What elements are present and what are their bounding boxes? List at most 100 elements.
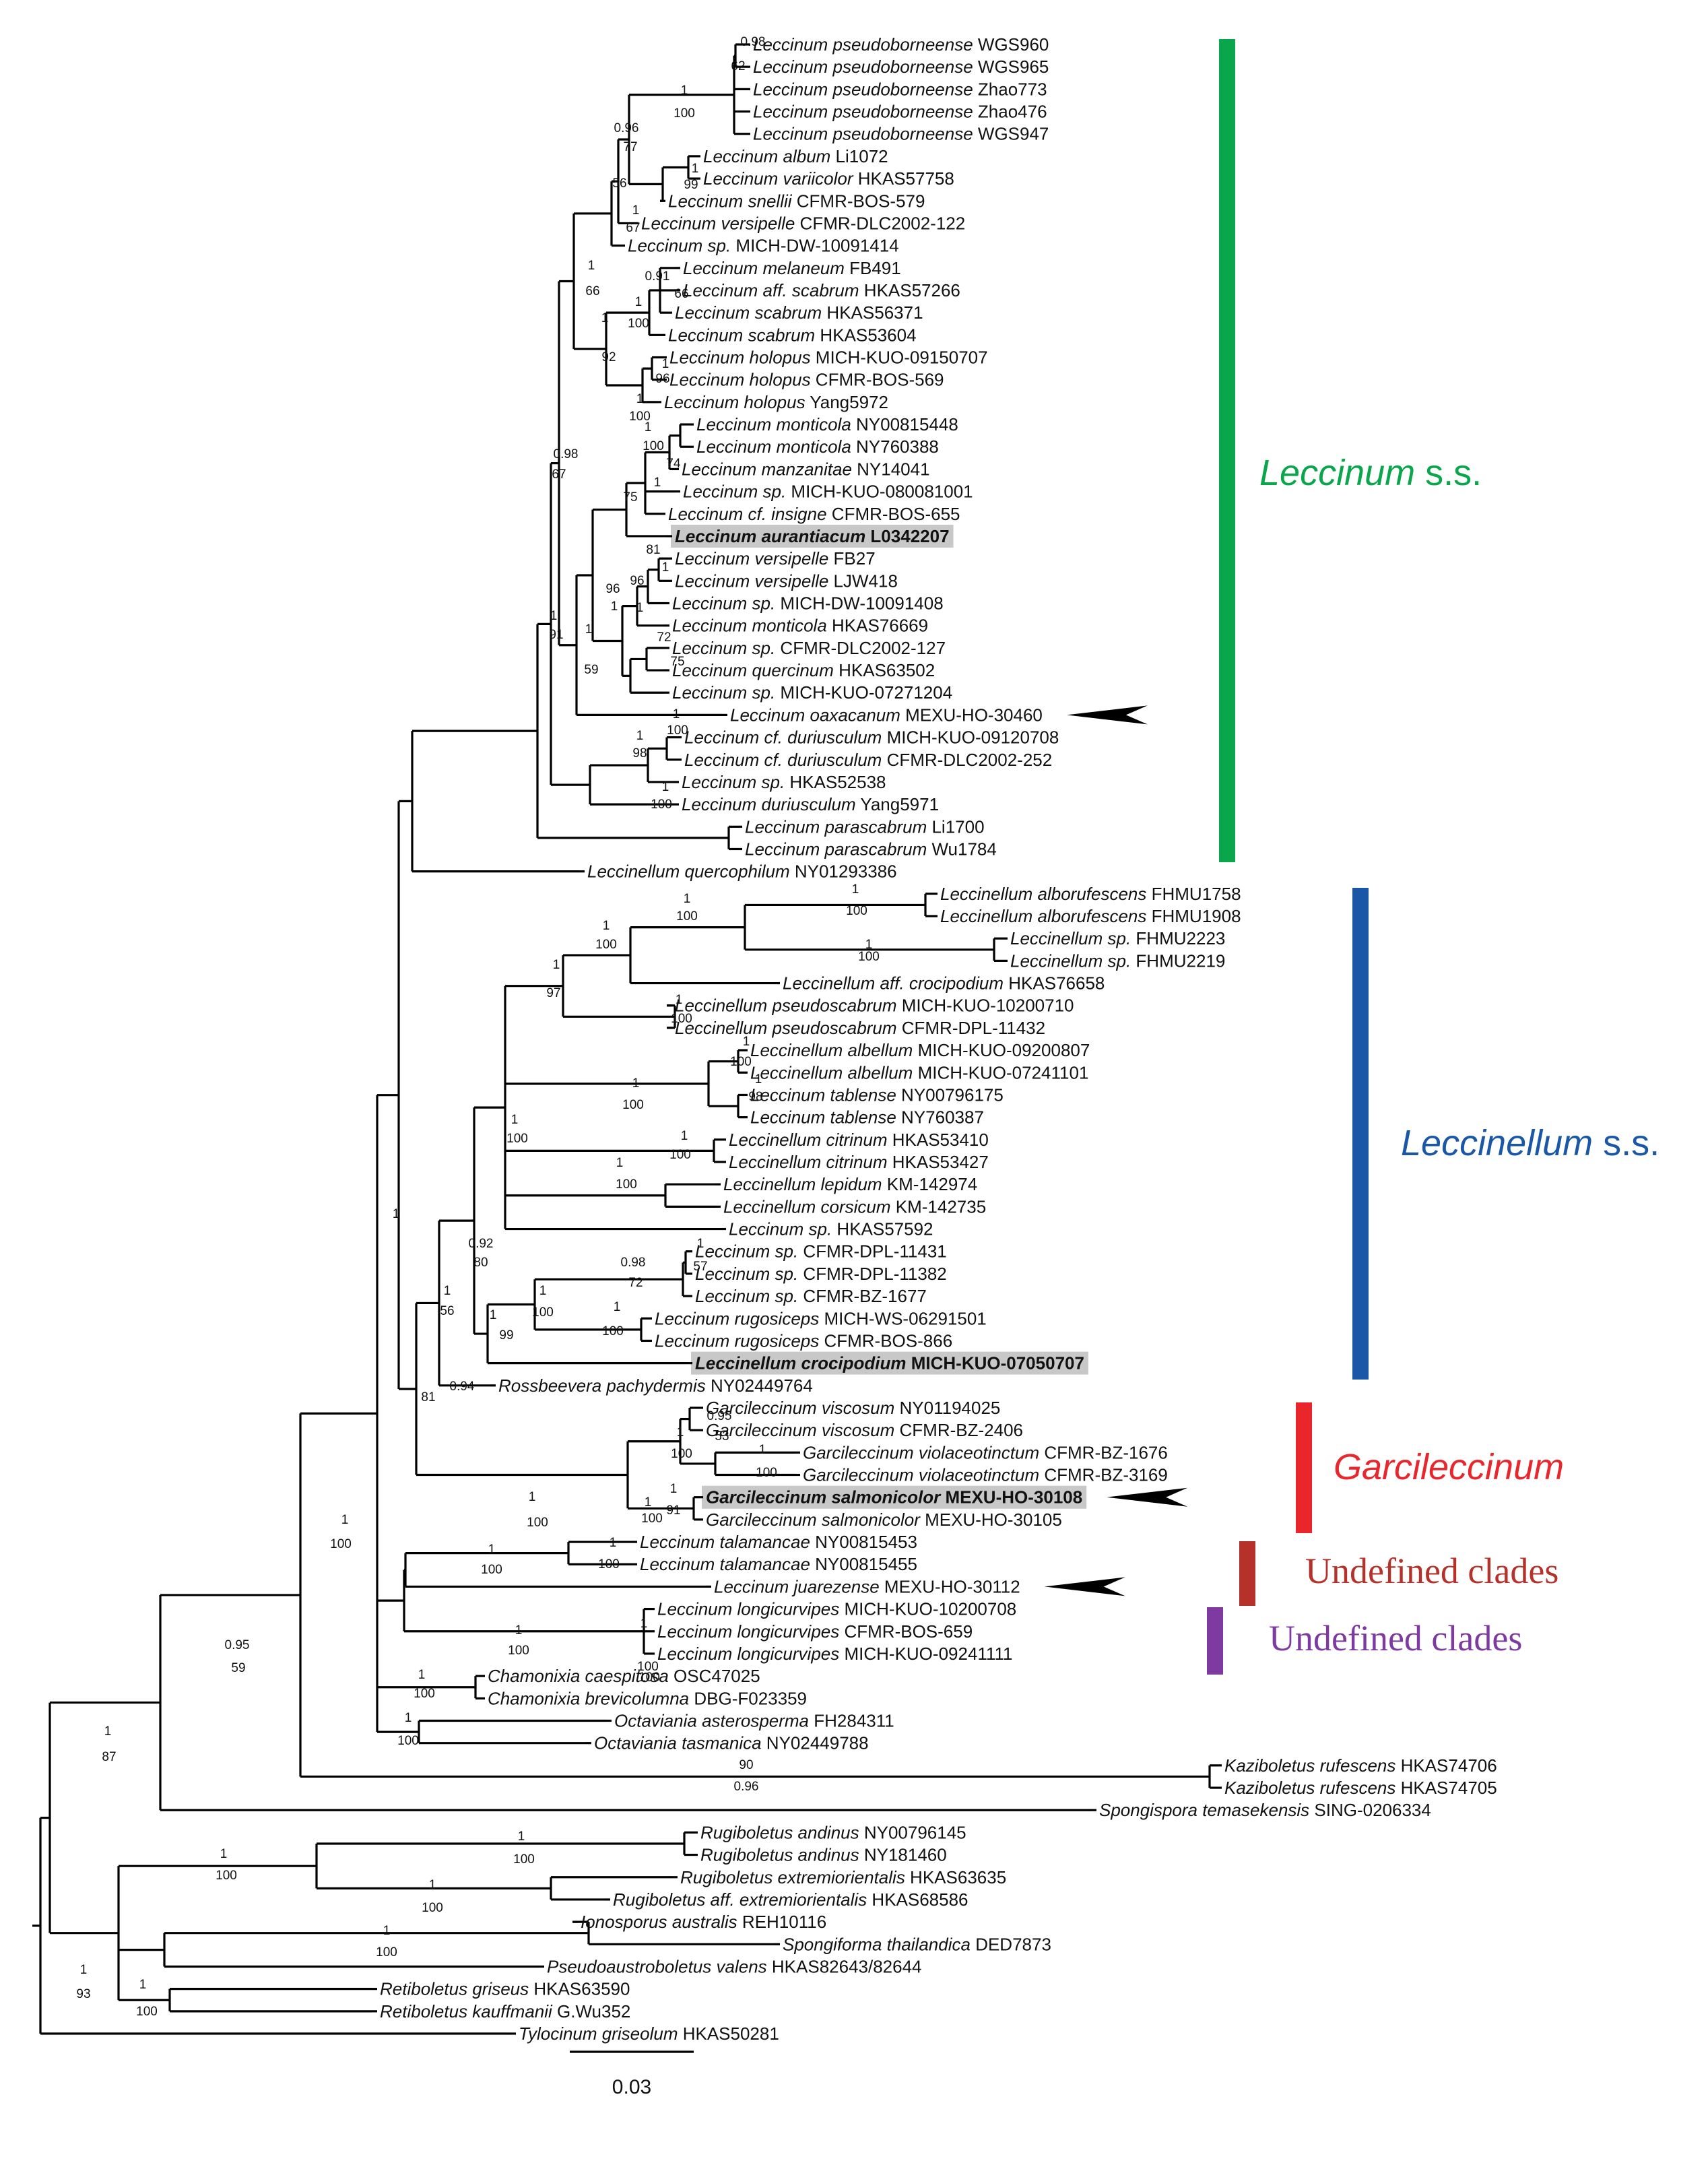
taxon-highlight <box>702 1485 1087 1509</box>
taxon-name: Retiboletus kauffmanii <box>380 2001 553 2021</box>
taxon-label: Leccinum tablense NY760387 <box>750 1107 984 1128</box>
voucher-code: KM-142735 <box>891 1196 987 1217</box>
clade-bar-undefined2 <box>1207 1607 1223 1675</box>
voucher-code: MICH-KUO-07241101 <box>913 1062 1088 1082</box>
voucher-code: MICH-DW-10091408 <box>775 593 944 614</box>
support-value: 97 <box>546 986 560 1000</box>
support-value: 74 <box>666 457 681 471</box>
taxon-label: Spongiforma thailandica DED7873 <box>783 1934 1051 1954</box>
taxon-name: Leccinum tablense <box>750 1084 896 1105</box>
taxon-label: Garcileccinum viscosum CFMR-BZ-2406 <box>706 1420 1023 1440</box>
voucher-code: NY00815455 <box>810 1554 917 1574</box>
support-value: 67 <box>626 221 640 235</box>
taxon-label: Leccinum cf. duriusculum MICH-KUO-091207… <box>684 727 1059 748</box>
taxon-name: Leccinum snellii <box>668 191 793 211</box>
taxon-label: Leccinellum aff. crocipodium HKAS76658 <box>783 973 1105 994</box>
support-value: 100 <box>651 798 672 812</box>
support-value: 0.96 <box>734 1780 759 1794</box>
support-value: 1 <box>640 1617 648 1631</box>
voucher-code: HKAS76658 <box>1004 973 1105 994</box>
voucher-code: MEXU-HO-30112 <box>880 1576 1020 1596</box>
voucher-code: Zhao476 <box>973 102 1047 122</box>
support-value: 1 <box>601 311 609 325</box>
taxon-name: Leccinum sp. <box>695 1286 798 1306</box>
arrow-marker <box>1107 1487 1188 1507</box>
taxon-name: Leccinum sp. <box>672 593 775 614</box>
support-value: 100 <box>674 106 695 121</box>
support-value: 1 <box>681 84 688 98</box>
clade-bar-garcileccinum <box>1296 1402 1312 1533</box>
support-value: 1 <box>610 1536 617 1550</box>
voucher-code: Wu1784 <box>927 839 997 859</box>
taxon-label: Leccinum sp. MICH-KUO-080081001 <box>683 482 973 502</box>
clade-label-suffix: Undefined clades <box>1305 1551 1558 1591</box>
support-value: 1 <box>677 1425 684 1439</box>
support-value: 93 <box>76 1987 90 2001</box>
voucher-code: FHMU2223 <box>1131 928 1225 948</box>
support-value: 1 <box>511 1113 519 1127</box>
taxon-label: Leccinum pseudoborneense Zhao773 <box>753 79 1047 99</box>
support-value: 1 <box>670 1482 678 1496</box>
taxon-name: Leccinum melaneum <box>683 258 845 278</box>
support-value: 1 <box>341 1513 349 1527</box>
support-value: 100 <box>846 904 867 918</box>
voucher-code: MICH-WS-06291501 <box>819 1308 987 1328</box>
voucher-code: FB491 <box>845 258 901 278</box>
taxon-labels: Leccinum pseudoborneense WGS960Leccinum … <box>380 34 1497 2044</box>
voucher-code: MICH-KUO-10200710 <box>897 996 1074 1016</box>
voucher-code: CFMR-BZ-1676 <box>1039 1442 1168 1462</box>
taxon-label: Leccinum scabrum HKAS53604 <box>668 325 917 345</box>
taxon-label: Leccinellum alborufescens FHMU1908 <box>940 906 1241 926</box>
clade-label-garcileccinum: Garcileccinum <box>1334 1447 1564 1487</box>
taxon-name: Leccinum rugosiceps <box>655 1330 819 1351</box>
voucher-code: MICH-KUO-10200708 <box>839 1599 1016 1619</box>
taxon-label: Leccinum holopus CFMR-BOS-569 <box>669 370 944 390</box>
support-value: 98 <box>748 1090 762 1104</box>
taxon-name: Rugiboletus aff. extremiorientalis <box>613 1889 867 1910</box>
support-value: 1 <box>676 993 683 1007</box>
taxon-label: Leccinum scabrum HKAS56371 <box>675 302 923 323</box>
voucher-code: HKAS53410 <box>888 1130 989 1150</box>
support-value: 0.98 <box>554 447 579 461</box>
support-value: 100 <box>643 439 664 453</box>
taxon-label: Leccinellum alborufescens FHMU1758 <box>940 884 1241 904</box>
support-value: 100 <box>667 723 688 738</box>
support-value: 0.92 <box>469 1237 494 1251</box>
clade-label-genus: Leccinum <box>1259 453 1415 493</box>
taxon-name: Leccinellum albellum <box>750 1040 913 1060</box>
support-value: 87 <box>102 1750 116 1764</box>
voucher-code: WGS947 <box>973 124 1049 144</box>
taxon-name: Garcileccinum violaceotinctum <box>803 1442 1039 1462</box>
taxon-name: Leccinellum alborufescens <box>940 906 1146 926</box>
support-value: 1 <box>515 1623 523 1638</box>
taxon-label: Leccinum sp. CFMR-DPL-11382 <box>695 1264 947 1284</box>
support-value: 59 <box>231 1661 245 1675</box>
taxon-name: Leccinellum albellum <box>750 1062 913 1082</box>
support-value: 1 <box>865 938 873 952</box>
support-value: 1 <box>654 476 661 490</box>
support-value: 1 <box>444 1284 451 1298</box>
taxon-name: Leccinum monticola <box>696 414 851 434</box>
voucher-code: CFMR-BZ-3169 <box>1039 1465 1168 1485</box>
taxon-name: Leccinum talamancae <box>640 1532 810 1552</box>
support-value: 100 <box>376 1945 397 1960</box>
taxon-name: Leccinellum aff. crocipodium <box>783 973 1004 994</box>
clade-label-genus: Leccinellum <box>1401 1123 1593 1163</box>
support-value: 100 <box>637 1660 659 1674</box>
taxon-label: Leccinum variicolor HKAS57758 <box>703 168 954 189</box>
taxon-label: Leccinum aurantiacum L0342207 <box>675 526 950 546</box>
voucher-code: LJW418 <box>828 571 898 591</box>
voucher-code: NY02449764 <box>706 1375 813 1396</box>
voucher-code: Li1072 <box>830 146 888 166</box>
voucher-code: NY14041 <box>852 459 930 479</box>
taxon-label: Leccinum holopus Yang5972 <box>664 392 888 412</box>
support-value: 1 <box>852 882 859 897</box>
voucher-code: HKAS63502 <box>834 660 935 680</box>
support-value: 56 <box>440 1304 454 1318</box>
taxon-label: Leccinellum sp. FHMU2219 <box>1010 950 1225 971</box>
support-value: 0.91 <box>645 269 670 284</box>
clade-bar-undefined1 <box>1239 1541 1255 1606</box>
taxon-label: Leccinum rugosiceps CFMR-BOS-866 <box>655 1330 952 1351</box>
support-value: 100 <box>513 1852 535 1867</box>
voucher-code: MICH-KUO-09150707 <box>811 348 988 368</box>
